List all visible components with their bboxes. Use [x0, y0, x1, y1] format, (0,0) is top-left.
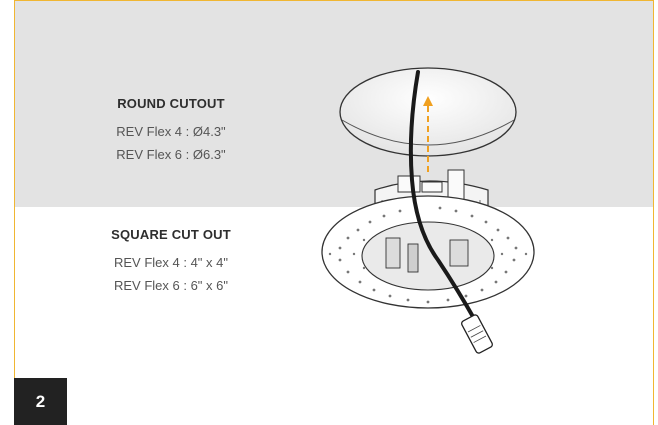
round-cutout-flex6: REV Flex 6 : Ø6.3": [116, 147, 226, 162]
cable-connector: [461, 314, 493, 354]
round-cutout-spec: ROUND CUTOUT REV Flex 4 : Ø4.3" REV Flex…: [56, 96, 286, 166]
lift-arrow-icon: [423, 96, 433, 172]
round-cutout-flex4: REV Flex 4 : Ø4.3": [116, 124, 226, 139]
square-cutout-flex6: REV Flex 6 : 6" x 6": [114, 278, 228, 293]
downlight-install-illustration: [321, 67, 535, 354]
round-cutout-heading: ROUND CUTOUT: [117, 96, 225, 111]
power-cable: [408, 70, 478, 324]
square-cutout-spec: SQUARE CUT OUT REV Flex 4 : 4" x 4" REV …: [56, 227, 286, 297]
step-number-badge: 2: [14, 378, 67, 425]
square-cutout-heading: SQUARE CUT OUT: [111, 227, 231, 242]
square-cutout-flex4: REV Flex 4 : 4" x 4": [114, 255, 228, 270]
perforated-trim-ring: [321, 195, 535, 309]
ceiling-band: [15, 1, 653, 207]
